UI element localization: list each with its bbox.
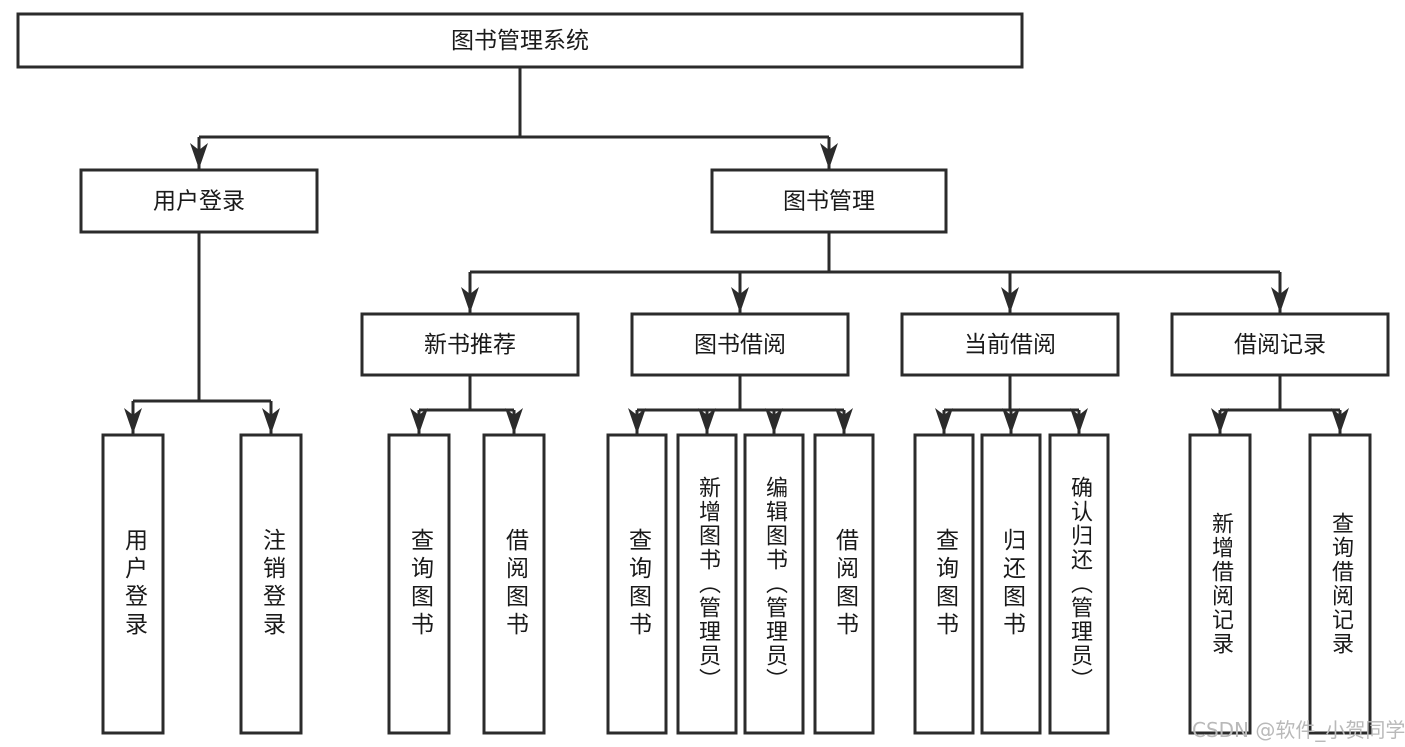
node-user_login[interactable] xyxy=(79,168,319,234)
node-borrow_record[interactable] xyxy=(1170,312,1390,377)
node-box[interactable] xyxy=(360,312,580,377)
node-book_borrow[interactable] xyxy=(630,312,850,377)
node-box[interactable] xyxy=(913,433,975,735)
node-label: 图书管理系统 xyxy=(451,28,589,54)
node-leaf_query_book_a[interactable] xyxy=(387,433,451,735)
node-box[interactable] xyxy=(1188,433,1252,735)
node-box[interactable] xyxy=(710,168,948,234)
node-leaf_query_record[interactable] xyxy=(1308,433,1372,735)
node-box[interactable] xyxy=(900,312,1120,377)
node-leaf_edit_book[interactable] xyxy=(743,433,805,735)
node-box[interactable] xyxy=(676,433,738,735)
node-box[interactable] xyxy=(239,433,303,735)
arrow-head xyxy=(628,408,646,434)
csdn-watermark: CSDN @软件_小贺同学 xyxy=(1192,718,1405,742)
arrow-head xyxy=(505,408,523,434)
node-root[interactable] xyxy=(16,12,1024,69)
node-leaf_query_book_b[interactable] xyxy=(606,433,668,735)
arrow-head xyxy=(1070,408,1088,434)
arrow-head xyxy=(765,408,783,434)
node-box[interactable] xyxy=(813,433,875,735)
edges-layer xyxy=(124,67,1349,434)
node-label: 当前借阅 xyxy=(964,332,1056,358)
arrow-head xyxy=(698,408,716,434)
arrow-head xyxy=(935,408,953,434)
node-current_borrow[interactable] xyxy=(900,312,1120,377)
arrow-head xyxy=(461,287,479,313)
arrow-head xyxy=(190,143,208,169)
node-box[interactable] xyxy=(101,433,165,735)
arrow-head xyxy=(835,408,853,434)
arrow-head xyxy=(410,408,428,434)
node-box[interactable] xyxy=(980,433,1042,735)
arrow-head xyxy=(731,287,749,313)
node-leaf_borrow_book_a[interactable] xyxy=(482,433,546,735)
node-leaf_user_login[interactable] xyxy=(101,433,165,735)
arrow-head xyxy=(1211,408,1229,434)
node-label: 图书管理 xyxy=(783,189,875,215)
node-new_book_rec[interactable] xyxy=(360,312,580,377)
node-leaf_borrow_book_b[interactable] xyxy=(813,433,875,735)
node-box[interactable] xyxy=(630,312,850,377)
arrow-head xyxy=(124,408,142,434)
node-leaf_return_book[interactable] xyxy=(980,433,1042,735)
arrow-head xyxy=(262,408,280,434)
node-box[interactable] xyxy=(743,433,805,735)
node-box[interactable] xyxy=(482,433,546,735)
arrow-head xyxy=(1271,287,1289,313)
node-box[interactable] xyxy=(1308,433,1372,735)
arrow-head xyxy=(1331,408,1349,434)
node-box[interactable] xyxy=(1048,433,1110,735)
node-leaf_add_record[interactable] xyxy=(1188,433,1252,735)
node-label: 新书推荐 xyxy=(424,332,516,358)
node-leaf_confirm_return[interactable] xyxy=(1048,433,1110,735)
node-box[interactable] xyxy=(16,12,1024,69)
arrow-head xyxy=(1002,408,1020,434)
nodes-layer xyxy=(16,12,1390,735)
arrow-head xyxy=(1001,287,1019,313)
node-box[interactable] xyxy=(387,433,451,735)
node-box[interactable] xyxy=(1170,312,1390,377)
node-leaf_query_book_c[interactable] xyxy=(913,433,975,735)
node-leaf_logout_login[interactable] xyxy=(239,433,303,735)
node-leaf_add_book[interactable] xyxy=(676,433,738,735)
node-label: 图书借阅 xyxy=(694,332,786,358)
node-book_manage[interactable] xyxy=(710,168,948,234)
node-label: 借阅记录 xyxy=(1234,332,1326,358)
node-label: 用户登录 xyxy=(153,189,245,215)
arrow-head xyxy=(820,143,838,169)
node-box[interactable] xyxy=(79,168,319,234)
node-box[interactable] xyxy=(606,433,668,735)
